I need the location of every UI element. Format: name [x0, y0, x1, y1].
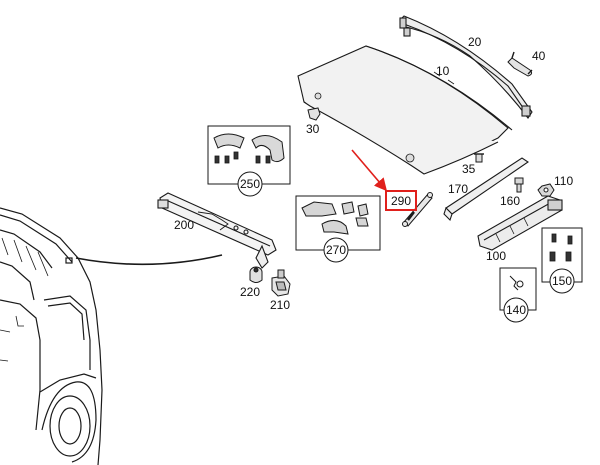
label-part-170: 170: [448, 182, 468, 196]
label-part-200: 200: [174, 218, 194, 232]
part-290-gas-strut: [402, 192, 433, 227]
part-40-handle: [507, 51, 533, 77]
label-part-270: 270: [326, 243, 346, 257]
leader-line-vehicle: [75, 254, 223, 266]
label-part-220: 220: [240, 285, 260, 299]
part-110-nut: [537, 183, 555, 197]
part-100-lower-rail: [477, 195, 563, 251]
label-part-35: 35: [462, 162, 476, 176]
part-20-rail: [399, 15, 533, 119]
part-35-pin: [474, 153, 484, 163]
label-part-290: 290: [391, 194, 411, 208]
kit-140-box: [499, 267, 537, 323]
label-part-160: 160: [500, 194, 520, 208]
label-part-210: 210: [270, 298, 290, 312]
label-part-150: 150: [552, 274, 572, 288]
part-200-roof-rail: [157, 192, 277, 269]
part-10-panel: [297, 45, 513, 175]
label-part-20: 20: [468, 35, 482, 49]
label-part-100: 100: [486, 249, 506, 263]
label-part-140: 140: [506, 303, 526, 317]
label-part-30: 30: [306, 122, 320, 136]
part-170-trim: [443, 157, 529, 222]
highlight-box-290: [385, 190, 417, 211]
kit-150-box: [541, 227, 583, 294]
part-220-knob: [249, 266, 263, 283]
vehicle-outline: [0, 207, 103, 465]
highlight-arrow: [351, 149, 388, 192]
part-30-clip: [307, 107, 321, 121]
part-160-bolt: [514, 177, 524, 193]
part-panel-clip: [314, 92, 415, 163]
kit-270-box: [295, 195, 381, 263]
part-210-bracket: [271, 269, 291, 297]
label-part-40: 40: [532, 49, 546, 63]
label-part-250: 250: [240, 177, 260, 191]
label-part-10: 10: [436, 64, 450, 78]
kit-250-box: [207, 125, 291, 197]
label-part-110: 110: [554, 174, 573, 188]
